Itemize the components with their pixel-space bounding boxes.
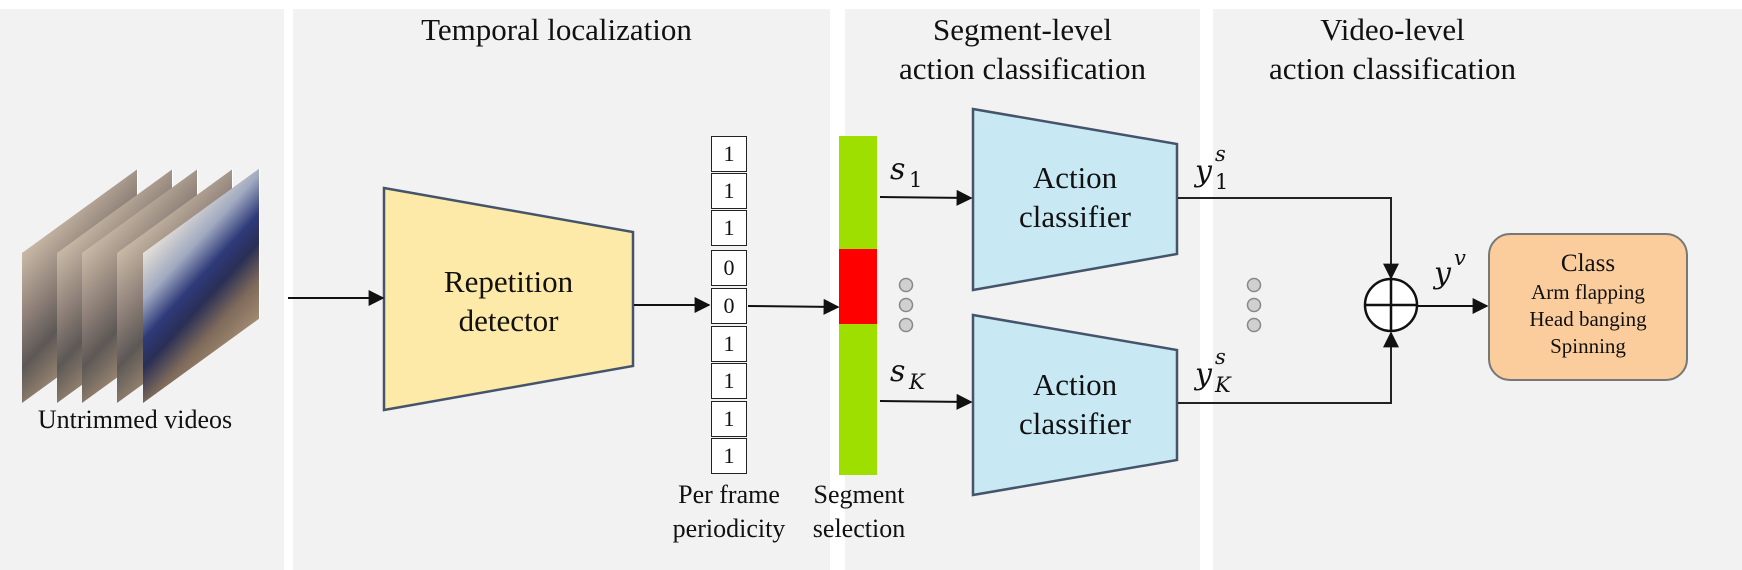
s1-symbol: s [890,152,906,187]
ellipsis-dots-segment [898,277,914,333]
repetition-detector-shape [382,186,635,412]
classifier-k-shape [971,313,1179,497]
classifier-k-label: Action classifier [973,365,1177,443]
periodicity-cell: 1 [711,210,747,246]
segment-title: Segment-level action classification [845,10,1200,88]
periodicity-cell: 1 [711,136,747,172]
arrow-y1-to-fusion [1178,197,1399,280]
segment-title-line1: Segment-level [932,12,1113,47]
arrow-sk-to-classifier [879,393,973,410]
class-item: Spinning [1550,334,1626,358]
periodicity-label-line2: periodicity [672,514,786,543]
untrimmed-videos-label: Untrimmed videos [37,405,233,434]
class-output-box: Class Arm flapping Head banging Spinning [1488,233,1688,381]
video-title: Video-level action classification [1213,10,1572,88]
video-title-line1: Video-level [1320,12,1465,47]
classifier-1-line1: Action [1032,160,1118,195]
yv-superscript: v [1454,246,1466,270]
fusion-operator-icon [1363,277,1419,333]
s1-subscript: 1 [909,168,923,192]
periodicity-cell: 0 [711,250,747,286]
classifier-1-line2: classifier [1019,199,1131,234]
segment-title-line2: action classification [898,51,1147,86]
ellipsis-dots-classifier [1246,277,1262,333]
arrow-yk-to-fusion [1178,331,1399,404]
periodicity-cell: 1 [711,173,747,209]
class-item: Head banging [1529,307,1647,331]
sk-label: s K [890,354,950,404]
segment-selected-bottom [839,324,877,475]
classifier-k-line2: classifier [1019,406,1131,441]
classifier-k-line1: Action [1032,367,1118,402]
y1s-label: y s 1 [1195,142,1255,202]
yks-superscript: s [1215,345,1226,369]
class-title: Class [1560,250,1616,277]
yks-subscript: K [1215,373,1231,397]
class-item: Arm flapping [1531,280,1645,304]
y1s-superscript: s [1215,142,1226,166]
periodicity-label-line1: Per frame [678,480,780,509]
periodicity-cell: 1 [711,401,747,437]
segment-selection-label-line1: Segment [813,480,905,509]
repetition-detector-line2: detector [458,303,559,338]
s1-label: s 1 [890,152,950,202]
segment-selection-label: Segment selection [797,478,921,546]
yks-symbol: y [1195,357,1212,392]
periodicity-cell: 0 [711,288,747,324]
yks-label: y s K [1195,345,1255,405]
repetition-detector-label: Repetition detector [384,262,633,340]
sk-subscript: K [909,370,925,394]
temporal-title: Temporal localization [421,12,692,47]
y1s-subscript: 1 [1215,170,1229,194]
periodicity-cell: 1 [711,326,747,362]
sk-symbol: s [890,354,906,389]
periodicity-cell: 1 [711,438,747,474]
video-title-line2: action classification [1268,51,1517,86]
segment-rejected [839,249,877,324]
arrow-periodicity-to-segment [747,298,840,315]
segment-selection-label-line2: selection [812,514,906,543]
yv-label: y v [1434,246,1484,299]
periodicity-cell: 1 [711,363,747,399]
arrow-s1-to-classifier [879,189,973,206]
segment-selected-top [839,136,877,249]
repetition-detector-line1: Repetition [443,264,574,299]
classifier-1-label: Action classifier [973,158,1177,236]
classifier-1-shape [971,107,1179,292]
yv-symbol: y [1434,256,1451,291]
y1s-symbol: y [1195,154,1212,189]
periodicity-label: Per frame periodicity [660,478,798,546]
